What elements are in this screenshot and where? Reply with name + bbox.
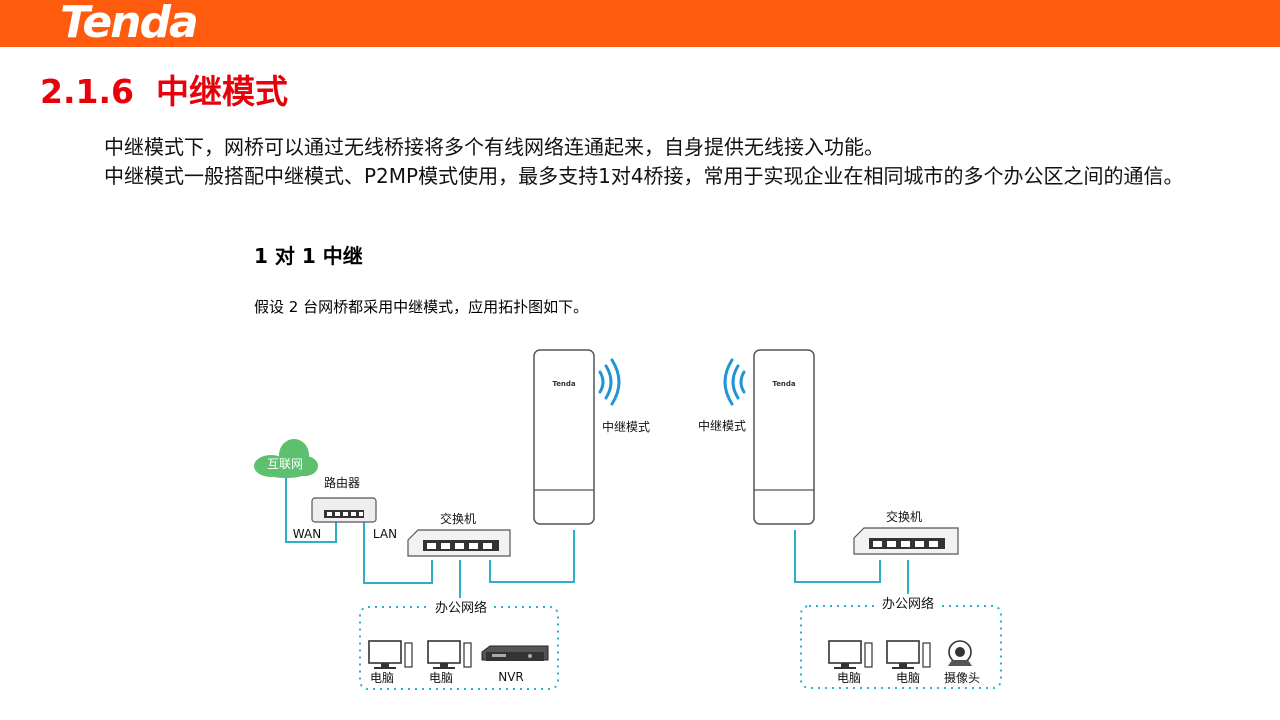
switch-left-icon: 交换机: [407, 511, 511, 557]
computer-icon: [368, 640, 413, 669]
header-bar: Tenda: [0, 0, 1280, 48]
nvr-icon: [481, 645, 549, 661]
bridge-right-icon: Tenda: [753, 349, 815, 525]
wifi-signal-left-icon: [598, 358, 621, 406]
router-icon: 路由器 WAN LAN: [293, 475, 397, 541]
section-title: 中继模式: [155, 72, 288, 111]
device-right-3-label: 摄像头: [944, 670, 980, 685]
bridge-left-icon: Tenda: [533, 349, 595, 525]
computer-icon: [828, 640, 873, 669]
switch-left-label: 交换机: [440, 511, 476, 526]
wan-label: WAN: [293, 527, 321, 541]
office-network-left: 办公网络 电脑 电脑 NVR: [359, 598, 559, 690]
router-label: 路由器: [324, 475, 360, 490]
device-left-3-label: NVR: [498, 670, 524, 684]
device-left-1-label: 电脑: [370, 671, 394, 685]
subsection-description: 假设 2 台网桥都采用中继模式，应用拓扑图如下。: [254, 298, 589, 316]
cables: [285, 470, 909, 612]
section-number: 2.1.6: [40, 72, 134, 111]
intro-line-2: 中继模式一般搭配中继模式、P2MP模式使用，最多支持1对4桥接，常用于实现企业在…: [104, 164, 1184, 188]
cable-lan-switch: [363, 520, 433, 584]
bridge-left-label: 中继模式: [602, 419, 650, 434]
bridge-right-brand: Tenda: [772, 380, 796, 388]
computer-icon: [427, 640, 472, 669]
office-network-right: 办公网络 电脑 电脑 摄像头: [800, 594, 1002, 689]
internet-label: 互联网: [267, 457, 303, 471]
device-right-2-label: 电脑: [896, 671, 920, 685]
device-right-1-label: 电脑: [837, 671, 861, 685]
tenda-logo: Tenda: [60, 0, 199, 48]
cable-wan: [285, 470, 337, 543]
wifi-signal-right-icon: [723, 358, 746, 406]
section-heading: 2.1.6 中继模式: [40, 70, 288, 114]
cable-switch-bridge-left: [489, 530, 575, 583]
bridge-left-brand: Tenda: [552, 380, 576, 388]
office-left-label: 办公网络: [435, 600, 487, 616]
intro-paragraph: 中继模式下，网桥可以通过无线桥接将多个有线网络连通起来，自身提供无线接入功能。 …: [104, 133, 1214, 191]
switch-right-icon: 交换机: [853, 509, 959, 555]
intro-line-1: 中继模式下，网桥可以通过无线桥接将多个有线网络连通起来，自身提供无线接入功能。: [104, 135, 884, 159]
office-right-label: 办公网络: [882, 596, 934, 612]
switch-right-label: 交换机: [886, 509, 922, 524]
internet-cloud-icon: 互联网: [254, 439, 318, 478]
cable-bridge-switch-right: [794, 530, 881, 583]
subsection-title: 1 对 1 中继: [254, 244, 363, 268]
computer-icon: [886, 640, 931, 669]
camera-icon: [948, 640, 972, 666]
device-left-2-label: 电脑: [429, 671, 453, 685]
bridge-right-label: 中继模式: [698, 418, 746, 433]
lan-label: LAN: [373, 527, 397, 541]
